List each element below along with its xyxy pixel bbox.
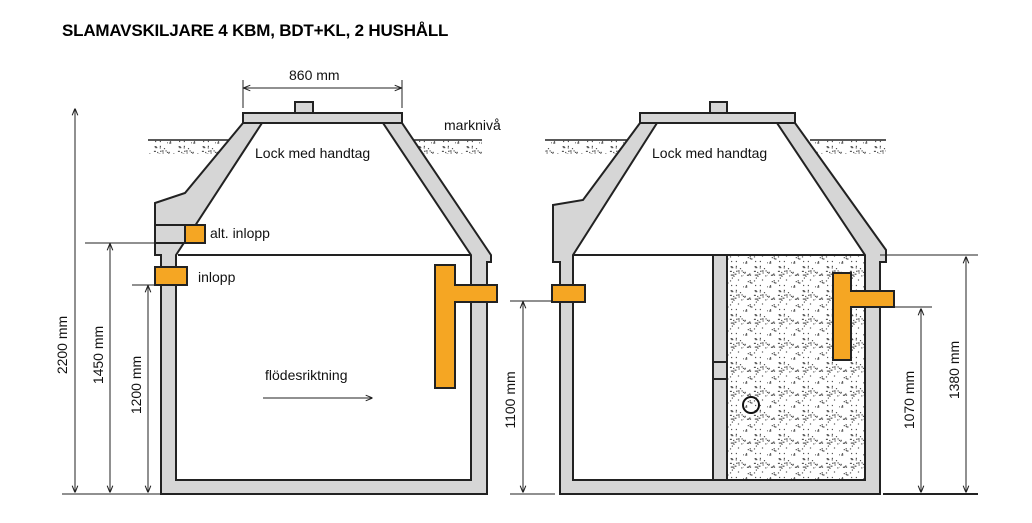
alt-inlet-label: alt. inlopp (210, 225, 270, 241)
tank-wall (154, 122, 492, 495)
ground-level-label: marknivå (444, 117, 501, 133)
inlet-height-label: 1200 mm (128, 356, 144, 414)
left-tank: flödesriktning Lock med handtag alt. inl… (54, 66, 501, 495)
outlet-t-pipe (434, 264, 498, 389)
lid-handle (294, 101, 314, 114)
right-tank: Lock med handtag 1100 mm 1070 mm 1380 mm (502, 101, 978, 495)
drain-circle (742, 396, 760, 414)
lid (242, 112, 403, 124)
inlet-pipe (154, 266, 188, 286)
lid (639, 112, 796, 124)
lid-label: Lock med handtag (652, 145, 767, 161)
inlet-height-label: 1100 mm (502, 371, 518, 428)
outlet-t-pipe (832, 272, 895, 361)
total-height-label: 2200 mm (54, 316, 70, 374)
alt-inlet-height-label: 1450 mm (90, 326, 106, 384)
divider-opening (712, 361, 728, 380)
diagram-title: SLAMAVSKILJARE 4 KBM, BDT+KL, 2 HUSHÅLL (62, 21, 449, 40)
alt-inlet-pipe (184, 224, 206, 244)
inlet-label: inlopp (198, 269, 236, 285)
lid-handle (709, 101, 728, 114)
lid-label: Lock med handtag (255, 145, 370, 161)
ground-left-a (148, 140, 238, 154)
lid-width-label: 860 mm (289, 67, 340, 83)
ground-left-b (410, 140, 482, 154)
tank-height-label: 1380 mm (946, 341, 962, 399)
flow-direction-label: flödesriktning (265, 367, 348, 383)
ground-right-b (808, 140, 886, 154)
tank-wall (552, 122, 887, 495)
outlet-height-label: 1070 mm (901, 371, 917, 429)
ground-right-a (545, 140, 633, 154)
inlet-pipe (551, 284, 586, 303)
